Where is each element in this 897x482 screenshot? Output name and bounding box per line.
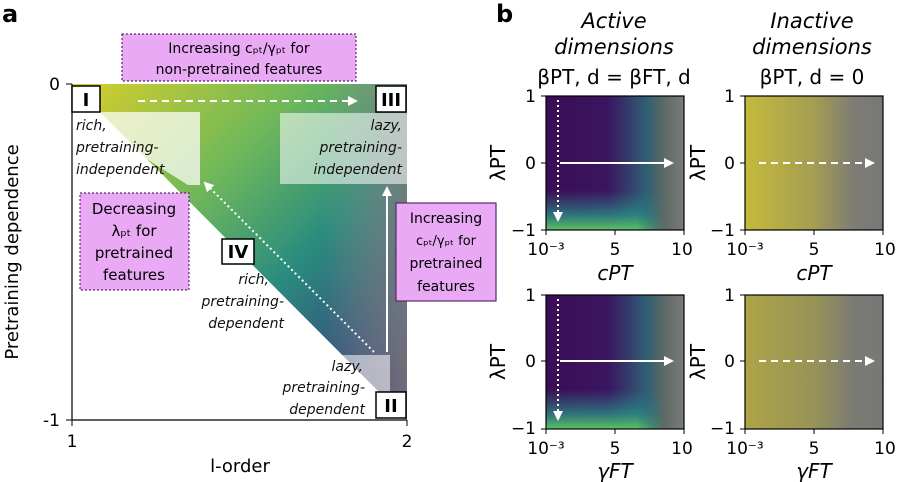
- svg-text:dependent: dependent: [289, 402, 365, 418]
- y-tick-top: 0: [49, 75, 60, 95]
- panel-a-plot: 0 -1 1 2 l-order Pretraining dependence …: [2, 33, 497, 477]
- svg-text:0: 0: [525, 154, 536, 174]
- col-title-inactive: Inactive dimensions βPT, d = 0: [752, 9, 872, 89]
- svg-text:pretrained: pretrained: [409, 256, 482, 272]
- svg-text:λPT: λPT: [486, 343, 510, 380]
- panel-a-letter: a: [2, 0, 18, 28]
- svg-text:0: 0: [724, 352, 735, 372]
- heatmap-inactive-cpt: [744, 95, 884, 231]
- svg-text:pretraining-: pretraining-: [200, 294, 284, 310]
- region-i-backdrop: [72, 112, 200, 185]
- svg-text:IV: IV: [228, 242, 249, 263]
- svg-text:pretraining-: pretraining-: [281, 380, 365, 396]
- svg-text:Inactive: Inactive: [770, 9, 853, 33]
- svg-text:10: 10: [671, 240, 693, 260]
- y-axis-label: Pretraining dependence: [2, 144, 23, 359]
- svg-text:II: II: [384, 396, 397, 417]
- heatmap-y-labels: λPT λPT λPT λPT: [486, 144, 710, 380]
- svg-text:III: III: [381, 90, 401, 111]
- badge-ii: II: [375, 391, 407, 419]
- heatmap-x-labels: cPT cPT γFT γFT: [597, 261, 833, 482]
- svg-text:independent: independent: [76, 162, 165, 178]
- svg-text:βPT, d = βFT, d: βPT, d = βFT, d: [537, 65, 690, 89]
- svg-text:5: 5: [610, 439, 621, 459]
- svg-text:Decreasing: Decreasing: [92, 200, 176, 218]
- x-tick-left: 1: [67, 432, 78, 452]
- svg-text:λPT: λPT: [686, 343, 710, 380]
- svg-text:1: 1: [724, 286, 735, 306]
- panel-b-letter: b: [496, 0, 513, 28]
- y-tick-bottom: -1: [43, 411, 60, 431]
- x-tick-right: 2: [402, 432, 413, 452]
- callout-left: Decreasing λₚₜ for pretrained features: [79, 192, 190, 291]
- svg-text:dimensions: dimensions: [752, 35, 872, 59]
- svg-text:rich,: rich,: [238, 272, 269, 288]
- svg-text:5: 5: [809, 439, 820, 459]
- badge-iv: IV: [221, 238, 255, 265]
- svg-text:10⁻³: 10⁻³: [527, 240, 564, 260]
- svg-text:lazy,: lazy,: [332, 359, 363, 375]
- region-iii-backdrop: [280, 113, 407, 184]
- svg-text:γFT: γFT: [597, 459, 634, 482]
- badge-i: I: [71, 85, 101, 113]
- svg-text:λPT: λPT: [486, 144, 510, 181]
- svg-text:cₚₜ/γₚₜ for: cₚₜ/γₚₜ for: [416, 234, 477, 249]
- svg-text:10: 10: [671, 439, 693, 459]
- svg-text:features: features: [103, 266, 165, 284]
- col-title-active: Active dimensions βPT, d = βFT, d: [537, 9, 690, 89]
- svg-text:−1: −1: [710, 419, 735, 439]
- svg-text:Increasing cₚₜ/γₚₜ for: Increasing cₚₜ/γₚₜ for: [168, 41, 310, 57]
- svg-text:features: features: [417, 279, 475, 295]
- svg-text:I: I: [83, 90, 90, 111]
- svg-text:dependent: dependent: [208, 316, 284, 332]
- svg-text:10: 10: [874, 439, 896, 459]
- svg-text:1: 1: [525, 286, 536, 306]
- svg-text:pretraining-: pretraining-: [318, 140, 402, 156]
- svg-text:cPT: cPT: [597, 261, 634, 285]
- desc-region-i: rich, pretraining- independent: [75, 118, 165, 178]
- svg-text:lazy,: lazy,: [371, 118, 402, 134]
- svg-text:−1: −1: [710, 221, 735, 241]
- desc-region-ii: lazy, pretraining- dependent: [281, 359, 365, 418]
- svg-text:0: 0: [724, 154, 735, 174]
- desc-region-iii: lazy, pretraining- independent: [314, 118, 403, 178]
- heatmap-y-ticks: 1 0 −1 1 0 −1 1 0 −1 1 0 −1: [511, 87, 735, 439]
- svg-text:1: 1: [724, 87, 735, 107]
- svg-text:10⁻³: 10⁻³: [726, 439, 763, 459]
- svg-text:βPT, d = 0: βPT, d = 0: [760, 65, 865, 89]
- heatmap-active-cpt: [545, 95, 685, 231]
- svg-text:10⁻³: 10⁻³: [527, 439, 564, 459]
- heatmap-tick-marks: [541, 95, 884, 434]
- desc-region-iv: rich, pretraining- dependent: [200, 272, 284, 332]
- svg-text:5: 5: [809, 240, 820, 260]
- svg-text:−1: −1: [511, 221, 536, 241]
- svg-text:pretraining-: pretraining-: [75, 140, 159, 156]
- svg-text:10⁻³: 10⁻³: [726, 240, 763, 260]
- badge-iii: III: [375, 85, 407, 113]
- heatmap-active-gamma: [545, 294, 685, 430]
- svg-text:5: 5: [610, 240, 621, 260]
- svg-text:1: 1: [525, 87, 536, 107]
- callout-top: Increasing cₚₜ/γₚₜ for non-pretrained fe…: [121, 33, 357, 82]
- svg-text:0: 0: [525, 352, 536, 372]
- svg-text:γFT: γFT: [796, 459, 833, 482]
- svg-text:λPT: λPT: [686, 144, 710, 181]
- heatmap-inactive-gamma: [744, 294, 884, 430]
- callout-right: Increasing cₚₜ/γₚₜ for pretrained featur…: [395, 202, 497, 302]
- svg-text:−1: −1: [511, 419, 536, 439]
- svg-text:λₚₜ for: λₚₜ for: [111, 222, 157, 240]
- svg-text:cPT: cPT: [796, 261, 833, 285]
- heatmap-x-ticks: 10⁻³ 5 10 10⁻³ 5 10 10⁻³ 5 10 10⁻³ 5 10: [527, 240, 896, 459]
- svg-text:independent: independent: [314, 162, 403, 178]
- svg-text:10: 10: [874, 240, 896, 260]
- x-axis-label: l-order: [210, 456, 270, 477]
- svg-text:rich,: rich,: [76, 118, 107, 134]
- svg-text:dimensions: dimensions: [554, 35, 674, 59]
- svg-text:Active: Active: [579, 9, 646, 33]
- svg-text:Increasing: Increasing: [410, 211, 482, 227]
- svg-text:pretrained: pretrained: [95, 244, 173, 262]
- svg-text:non-pretrained features: non-pretrained features: [156, 62, 323, 78]
